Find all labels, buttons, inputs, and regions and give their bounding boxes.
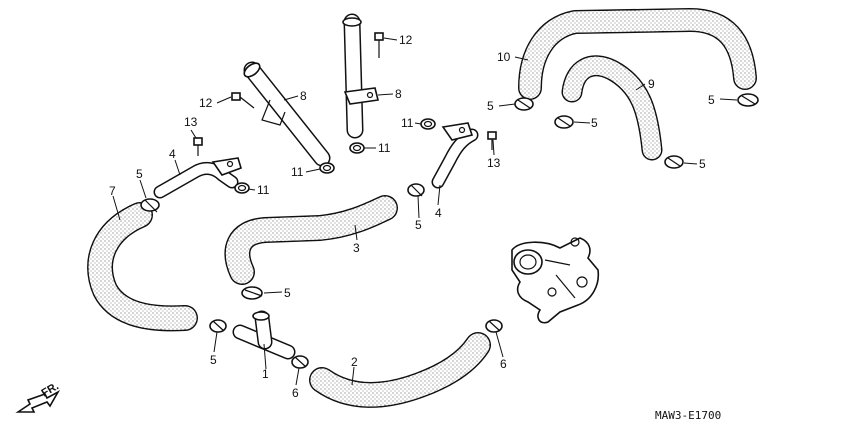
callout-5-b: 5 — [415, 218, 422, 232]
callout-11-b: 11 — [291, 165, 304, 179]
clamp-5b — [407, 183, 425, 197]
callout-5-d: 5 — [210, 353, 217, 367]
pipe-8-right — [342, 13, 379, 139]
bolt-13b — [487, 131, 497, 150]
clamp-5h — [664, 155, 684, 169]
callout-1: 1 — [262, 367, 269, 381]
bolt-12a — [231, 92, 255, 109]
callout-4-right: 4 — [435, 206, 442, 220]
pipe-4-right — [431, 122, 479, 189]
diagram-code: MAW3-E1700 — [655, 409, 721, 422]
leader-lines — [112, 37, 738, 386]
callout-3: 3 — [353, 241, 360, 255]
callout-5-g: 5 — [708, 93, 715, 107]
o-ring-11d — [420, 118, 436, 130]
callout-5-f: 5 — [591, 116, 598, 130]
bolt-13a — [193, 137, 203, 156]
callout-6-b: 6 — [500, 357, 507, 371]
callout-11-a: 11 — [257, 183, 270, 197]
front-direction-label: FR. — [40, 380, 61, 399]
pipe-4-left — [153, 157, 242, 199]
bolt-12b — [374, 32, 384, 58]
clamp-5g — [737, 93, 759, 107]
front-direction-arrow: FR. — [15, 380, 61, 413]
callout-7: 7 — [109, 184, 116, 198]
hose-3 — [224, 195, 398, 285]
callout-10: 10 — [497, 50, 511, 64]
pipe-8-left — [243, 61, 331, 167]
o-ring-11c — [349, 142, 365, 154]
callout-11-c: 11 — [378, 141, 391, 155]
callout-6-a: 6 — [292, 386, 299, 400]
clamp-5a — [140, 198, 160, 213]
joint-1 — [232, 310, 296, 360]
callout-5-e: 5 — [487, 99, 494, 113]
callout-2: 2 — [351, 355, 358, 369]
o-ring-11b — [319, 162, 335, 174]
clamp-5e — [514, 97, 534, 111]
callout-12-b: 12 — [399, 33, 413, 47]
callout-8-left: 8 — [300, 89, 307, 103]
callout-12-a: 12 — [199, 96, 213, 110]
callout-5-h: 5 — [699, 157, 706, 171]
thermostat-housing — [511, 237, 600, 324]
hose-7 — [87, 202, 198, 332]
hose-9 — [561, 55, 663, 161]
hose-10 — [518, 8, 757, 100]
hose-2 — [309, 332, 491, 408]
callout-13-a: 13 — [184, 115, 198, 129]
callout-9: 9 — [648, 77, 655, 91]
callout-13-b: 13 — [487, 156, 501, 170]
clamp-6b — [485, 319, 503, 333]
callout-11-d: 11 — [401, 116, 414, 130]
callout-5-a: 5 — [136, 167, 143, 181]
clamp-5f — [554, 115, 574, 129]
callout-4-left: 4 — [169, 147, 176, 161]
o-ring-11a — [234, 182, 250, 194]
clamp-5d — [209, 319, 227, 333]
callout-8-right: 8 — [395, 87, 402, 101]
callout-5-c: 5 — [284, 286, 291, 300]
clamp-5c — [241, 286, 263, 300]
clamp-6a — [291, 355, 309, 369]
